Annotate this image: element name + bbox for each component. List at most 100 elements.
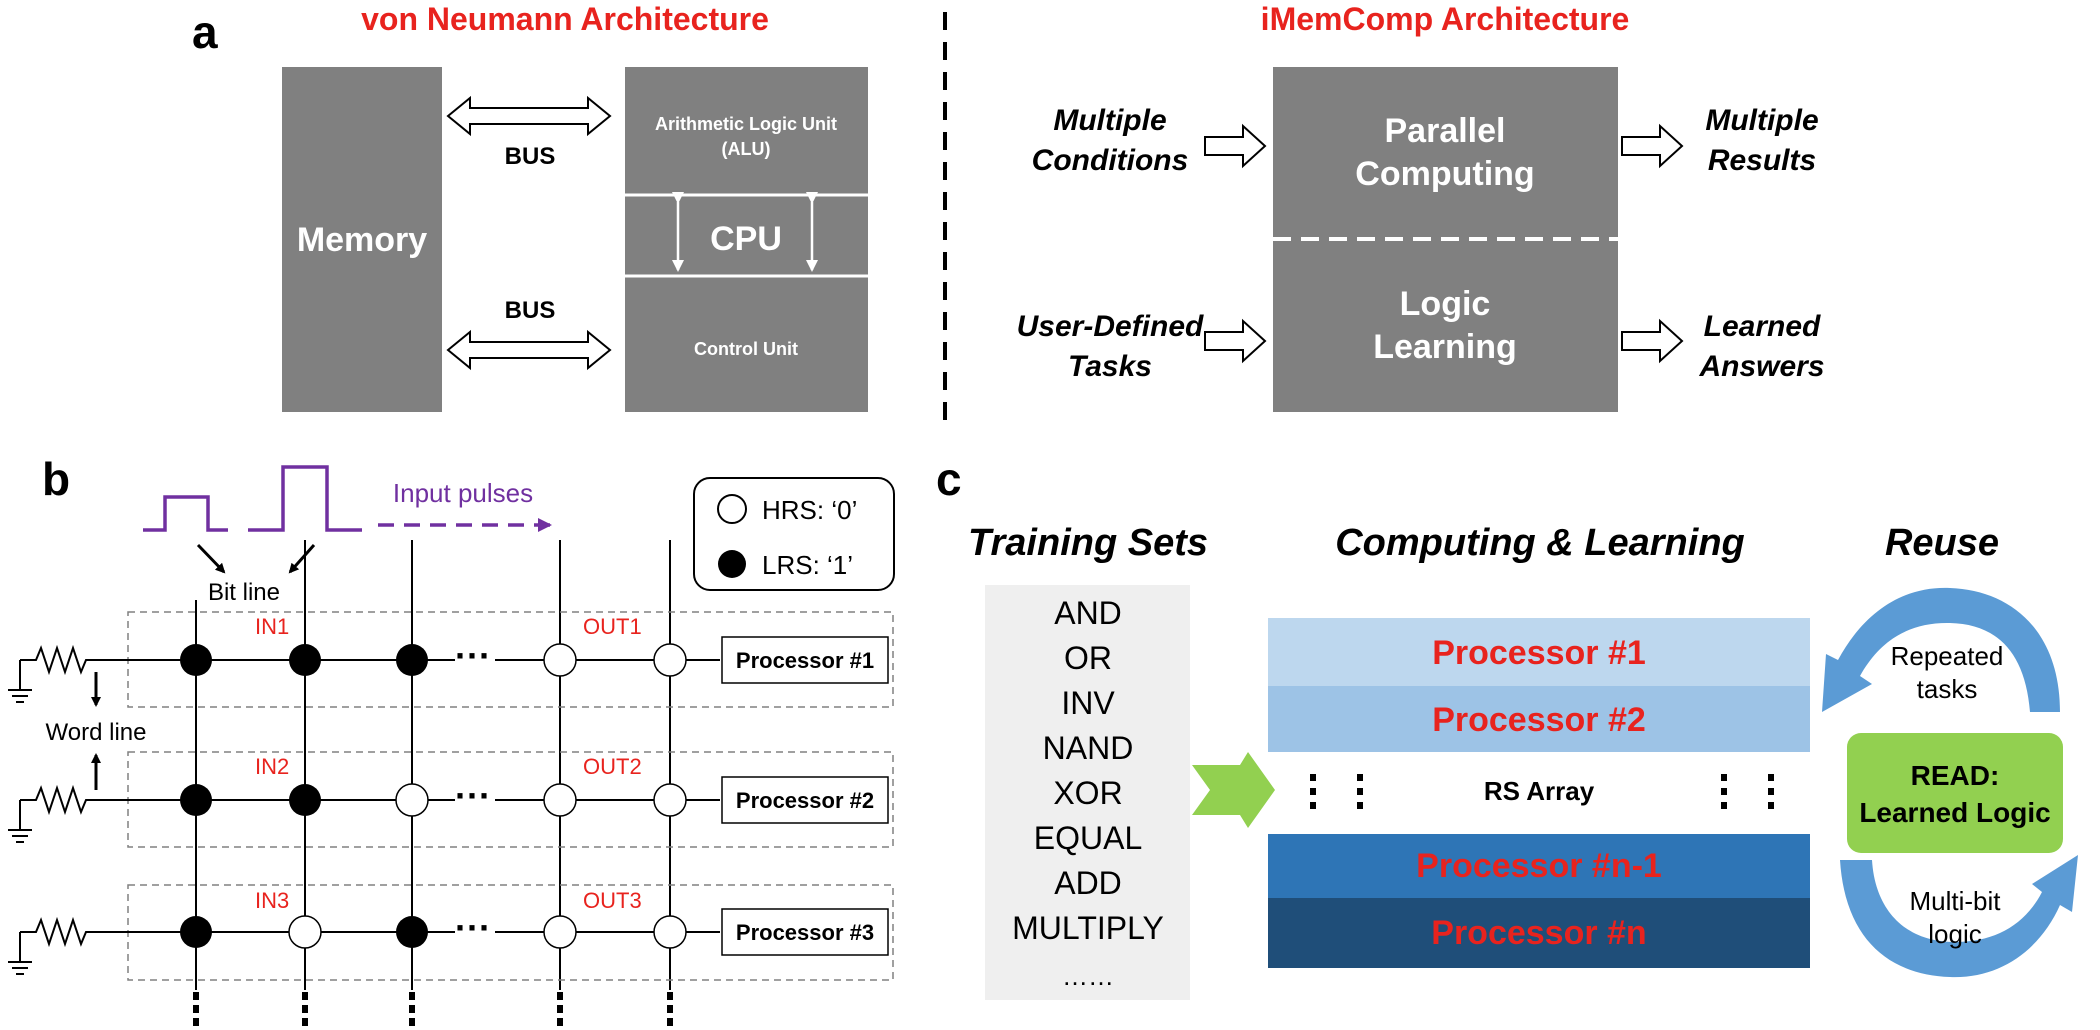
input2-line1: User-Defined xyxy=(1017,310,1204,343)
von-neumann-title: von Neumann Architecture xyxy=(361,1,769,37)
processor-2-label: Processor #2 xyxy=(1432,701,1646,739)
bus-arrow-bottom xyxy=(446,329,612,371)
row3-ellipsis: ··· xyxy=(455,907,491,948)
training-item: INV xyxy=(1061,685,1115,721)
output1-line2: Results xyxy=(1708,144,1816,177)
bus-label-top: BUS xyxy=(505,143,556,170)
repeated-tasks-line2: tasks xyxy=(1917,674,1978,704)
processor-2-bar xyxy=(1268,686,1810,752)
row3-cell1 xyxy=(180,916,212,948)
row2-cell3 xyxy=(395,783,429,817)
row1-resistor xyxy=(20,644,720,676)
row2-cell4 xyxy=(543,783,577,817)
rs-array-dots-left xyxy=(1310,774,1363,809)
bus-label-bottom: BUS xyxy=(505,297,556,324)
row1-ground xyxy=(8,660,32,703)
training-item: XOR xyxy=(1053,775,1122,811)
row2-out-label: OUT2 xyxy=(583,754,642,779)
processor-n-bar xyxy=(1268,898,1810,968)
logic-learning-line1: Logic xyxy=(1400,285,1491,323)
row3-cell5 xyxy=(653,915,687,949)
row2-cell1 xyxy=(180,784,212,816)
training-item: OR xyxy=(1064,640,1112,676)
row2-ground xyxy=(8,800,32,843)
row1-cell1 xyxy=(180,644,212,676)
parallel-computing-line1: Parallel xyxy=(1385,112,1506,150)
logic-learning-line2: Learning xyxy=(1373,328,1517,366)
row1-in-label: IN1 xyxy=(255,614,289,639)
cpu-block xyxy=(625,67,868,412)
alu-label-line2: (ALU) xyxy=(722,139,771,159)
input2-line2: Tasks xyxy=(1068,350,1152,383)
imemcomp-title: iMemComp Architecture xyxy=(1261,1,1630,37)
output1-arrow xyxy=(1621,123,1684,169)
training-item: NAND xyxy=(1043,730,1134,766)
processor-1-bar xyxy=(1268,618,1810,686)
bus-arrow-top xyxy=(446,95,612,137)
reuse-header: Reuse xyxy=(1885,522,1999,564)
output2-line2: Answers xyxy=(1698,350,1824,383)
input-pulse-1 xyxy=(143,495,228,532)
row3-processor-label: Processor #3 xyxy=(736,920,874,945)
row3-cell4 xyxy=(543,915,577,949)
processor-n-label: Processor #n xyxy=(1431,914,1646,952)
multibit-logic-line2: logic xyxy=(1928,919,1981,949)
training-sets-panel xyxy=(985,585,1190,1000)
input1-arrow xyxy=(1204,123,1267,169)
panel-c-label: c xyxy=(936,453,962,505)
bit-line-label: Bit line xyxy=(208,579,280,606)
row3-in-label: IN3 xyxy=(255,888,289,913)
row1-processor-box xyxy=(721,636,889,684)
row1-ellipsis: ··· xyxy=(455,635,491,676)
row1-cell5 xyxy=(653,643,687,677)
training-to-array-arrow xyxy=(1192,752,1275,828)
input-pulses-label: Input pulses xyxy=(393,478,533,508)
row2-cell5 xyxy=(653,783,687,817)
rs-array-dots-right xyxy=(1721,774,1774,809)
row2-resistor xyxy=(20,784,720,816)
repeated-tasks-line1: Repeated xyxy=(1891,641,2004,671)
row1-cell3 xyxy=(396,644,428,676)
processor-1-label: Processor #1 xyxy=(1432,634,1646,672)
multibit-logic-line1: Multi-bit xyxy=(1909,886,2001,916)
row3-ground xyxy=(8,932,32,975)
row2-processor-box xyxy=(721,776,889,824)
bottom-continuation-dots xyxy=(193,992,673,1026)
row3-processor-box xyxy=(721,908,889,956)
control-unit-label: Control Unit xyxy=(694,339,798,359)
read-learned-logic-box xyxy=(1847,733,2063,853)
row2-cell2 xyxy=(289,784,321,816)
output2-arrow xyxy=(1621,318,1684,364)
input2-arrow xyxy=(1204,318,1267,364)
legend-lrs-circle xyxy=(718,550,746,578)
row3-resistor xyxy=(20,916,720,948)
row1-cell2 xyxy=(289,644,321,676)
training-item: AND xyxy=(1054,595,1122,631)
row2-processor-label: Processor #2 xyxy=(736,788,874,813)
row3-cell3 xyxy=(396,916,428,948)
row3-cell2 xyxy=(288,915,322,949)
multibit-logic-arrow xyxy=(1840,855,2078,978)
legend-lrs-label: LRS: ‘1’ xyxy=(762,550,853,580)
processor-n-1-bar xyxy=(1268,834,1810,898)
input-pulse-2 xyxy=(248,465,362,532)
row2-ellipsis: ··· xyxy=(455,775,491,816)
bit-line-arrow-1 xyxy=(196,543,226,574)
training-item: …… xyxy=(1062,961,1114,991)
legend-hrs-circle xyxy=(717,494,747,524)
memory-block xyxy=(282,67,442,412)
row1-out-label: OUT1 xyxy=(583,614,642,639)
training-item: EQUAL xyxy=(1034,820,1142,856)
training-items-list: AND OR INV NAND XOR EQUAL ADD MULTIPLY …… xyxy=(1012,595,1164,991)
training-item: MULTIPLY xyxy=(1012,910,1164,946)
row3-out-label: OUT3 xyxy=(583,888,642,913)
training-sets-header: Training Sets xyxy=(968,522,1208,564)
legend-hrs-label: HRS: ‘0’ xyxy=(762,495,857,525)
row1-cell4 xyxy=(543,643,577,677)
output1-line1: Multiple xyxy=(1705,104,1818,137)
parallel-computing-line2: Computing xyxy=(1355,155,1534,193)
rs-array-label: RS Array xyxy=(1484,776,1595,806)
row2-in-label: IN2 xyxy=(255,754,289,779)
training-item: ADD xyxy=(1054,865,1122,901)
